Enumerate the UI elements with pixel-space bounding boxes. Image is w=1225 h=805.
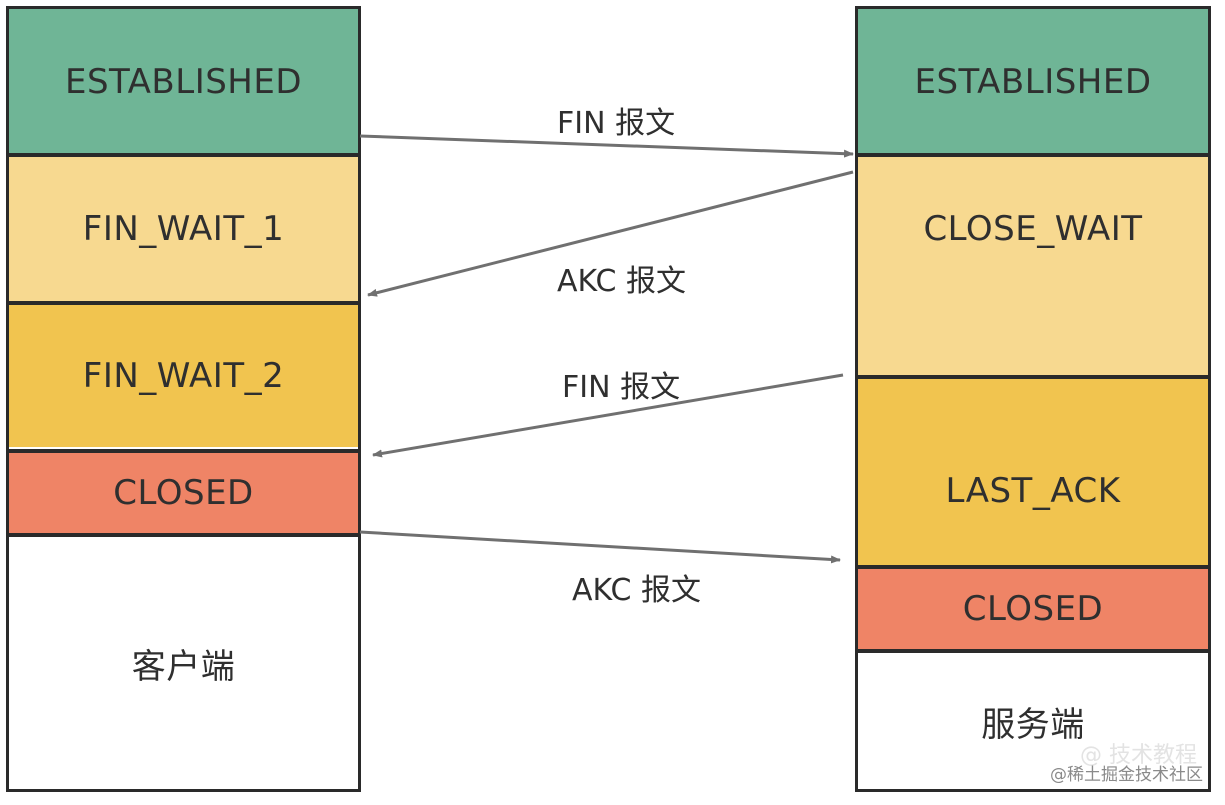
message-label-fin-2: FIN 报文 <box>562 370 681 405</box>
client-divider-4 <box>9 533 358 537</box>
server-column: ESTABLISHED CLOSE_WAIT LAST_ACK CLOSED 服… <box>855 6 1211 792</box>
message-label-fin-1: FIN 报文 <box>557 106 676 141</box>
server-state-close-wait: CLOSE_WAIT <box>858 157 1208 375</box>
server-state-closed: CLOSED <box>858 569 1208 649</box>
arrow-fin-client-to-server <box>359 134 854 158</box>
client-divider-1 <box>9 153 358 157</box>
client-state-fin-wait-2: FIN_WAIT_2 <box>9 305 358 447</box>
client-state-established: ESTABLISHED <box>9 9 358 155</box>
message-label-ack-2: AKC 报文 <box>572 573 702 608</box>
client-divider-3 <box>9 449 358 453</box>
arrow-ack-server-to-client <box>367 170 854 297</box>
watermark-faded: @ 技术教程 <box>1080 743 1197 768</box>
client-column: ESTABLISHED FIN_WAIT_1 FIN_WAIT_2 CLOSED… <box>6 6 361 792</box>
server-state-established: ESTABLISHED <box>858 9 1208 155</box>
watermark: @稀土掘金技术社区 <box>1050 765 1203 785</box>
client-state-closed: CLOSED <box>9 453 358 533</box>
server-divider-4 <box>858 649 1208 653</box>
arrow-fin-server-to-client <box>372 373 844 458</box>
server-divider-2 <box>858 375 1208 379</box>
arrow-ack-client-to-server <box>359 530 841 564</box>
server-state-last-ack: LAST_ACK <box>858 379 1208 565</box>
message-label-ack-1: AKC 报文 <box>557 264 687 299</box>
server-divider-1 <box>858 153 1208 157</box>
client-divider-2 <box>9 301 358 305</box>
client-label: 客户端 <box>9 537 358 789</box>
server-divider-3 <box>858 565 1208 569</box>
client-state-fin-wait-1: FIN_WAIT_1 <box>9 157 358 301</box>
server-label: 服务端 <box>858 653 1208 789</box>
